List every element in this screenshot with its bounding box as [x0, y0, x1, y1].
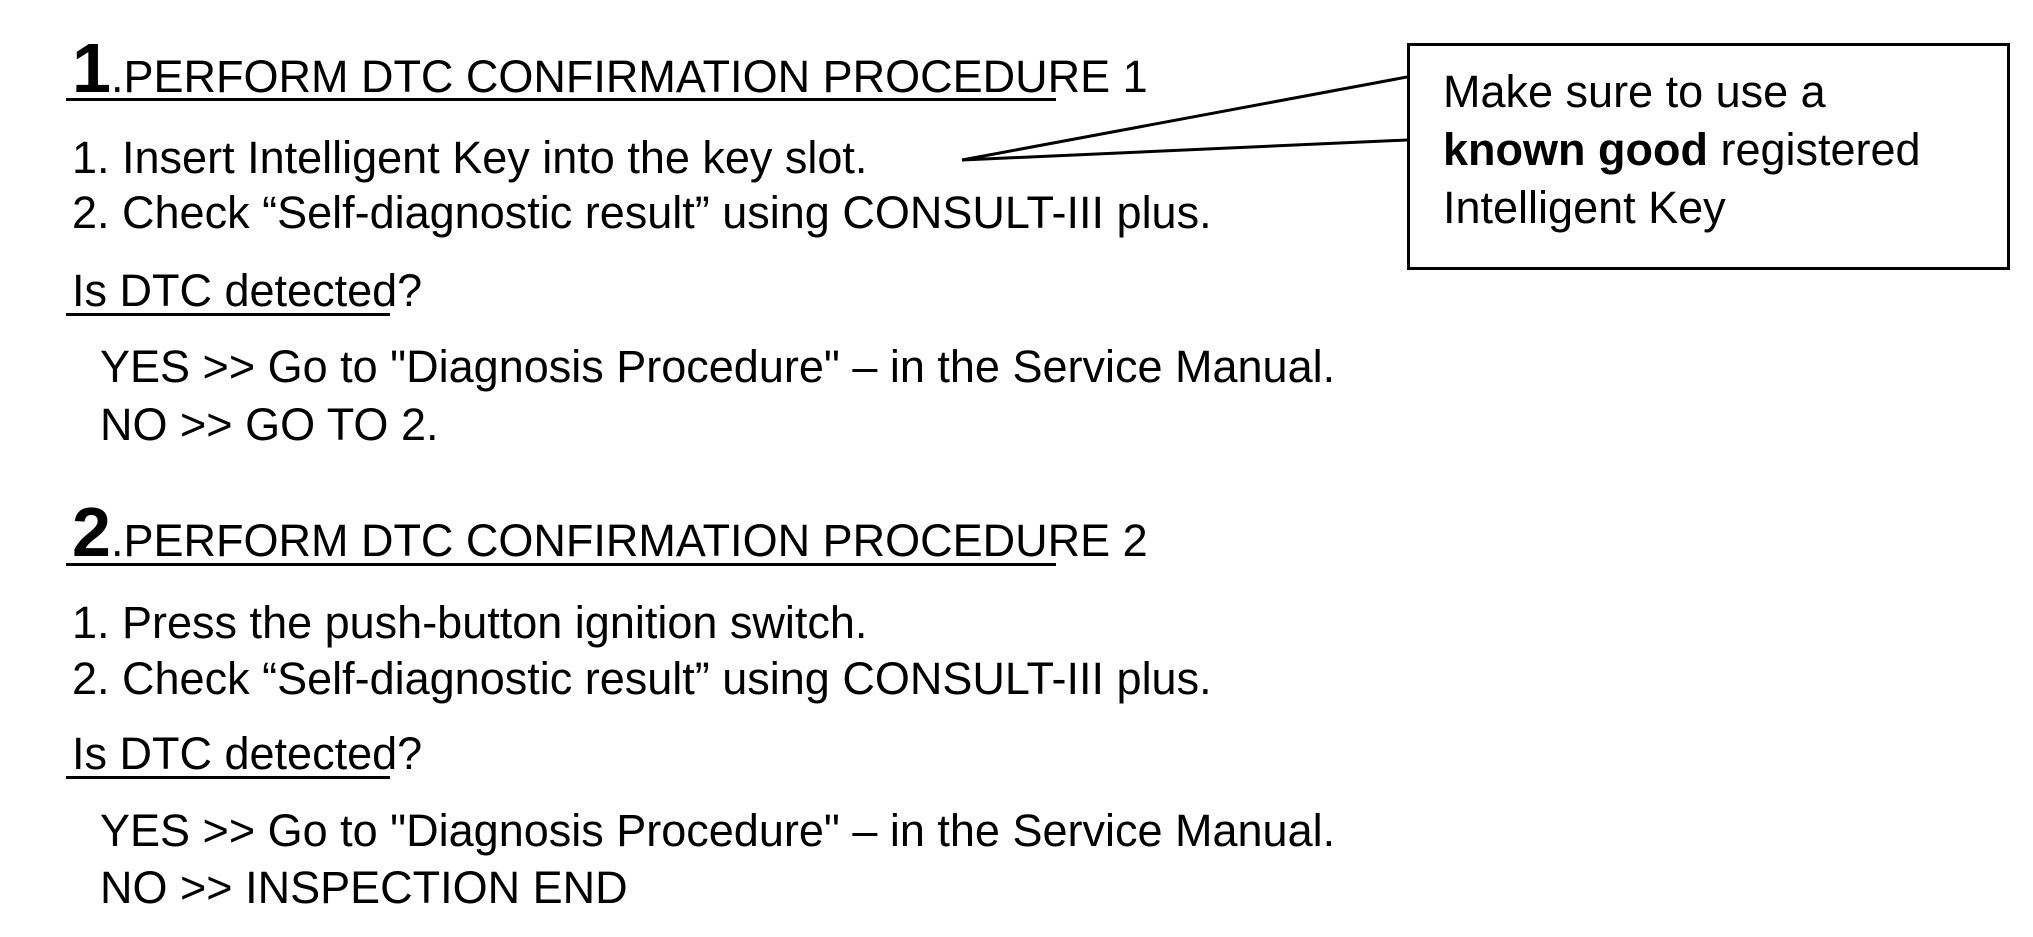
- step-1-underline: [66, 98, 1056, 101]
- step-1-instruction-1: 1. Insert Intelligent Key into the key s…: [72, 132, 868, 183]
- step-1-number: 1: [72, 29, 111, 107]
- step-2-no: NO >> INSPECTION END: [100, 862, 628, 913]
- step-1-instruction-2: 2. Check “Self-diagnostic result” using …: [72, 187, 1212, 238]
- step-1-question-underline: [66, 313, 390, 316]
- step-1-no: NO >> GO TO 2.: [100, 399, 439, 450]
- callout-line-1: Make sure to use a: [1443, 66, 1826, 117]
- step-1-question: Is DTC detected?: [72, 265, 423, 316]
- step-2-title: .PERFORM DTC CONFIRMATION PROCEDURE 2: [110, 515, 1148, 566]
- callout-line-3: Intelligent Key: [1443, 182, 1726, 233]
- callout-leader-lower: [961, 138, 1408, 162]
- callout-line-2-rest: registered: [1707, 124, 1921, 175]
- step-2-number: 2: [72, 493, 111, 571]
- step-2-yes: YES >> Go to "Diagnosis Procedure" – in …: [100, 805, 1336, 856]
- step-1-heading: 1.PERFORM DTC CONFIRMATION PROCEDURE 1: [72, 33, 1148, 105]
- callout-bold-text: known good: [1443, 124, 1708, 175]
- step-2-underline: [66, 563, 1056, 566]
- callout-line-2: known good registered: [1443, 121, 2007, 179]
- callout-box: Make sure to use a known good registered…: [1407, 43, 2010, 270]
- step-2-instruction-2: 2. Check “Self-diagnostic result” using …: [72, 653, 1212, 704]
- step-2-instruction-1: 1. Press the push-button ignition switch…: [72, 597, 868, 648]
- step-1-yes: YES >> Go to "Diagnosis Procedure" – in …: [100, 341, 1336, 392]
- step-2-heading: 2.PERFORM DTC CONFIRMATION PROCEDURE 2: [72, 497, 1148, 569]
- step-1-title: .PERFORM DTC CONFIRMATION PROCEDURE 1: [110, 51, 1148, 102]
- callout-leader-upper: [961, 75, 1408, 162]
- step-2-question-underline: [66, 776, 390, 779]
- step-2-question: Is DTC detected?: [72, 728, 423, 779]
